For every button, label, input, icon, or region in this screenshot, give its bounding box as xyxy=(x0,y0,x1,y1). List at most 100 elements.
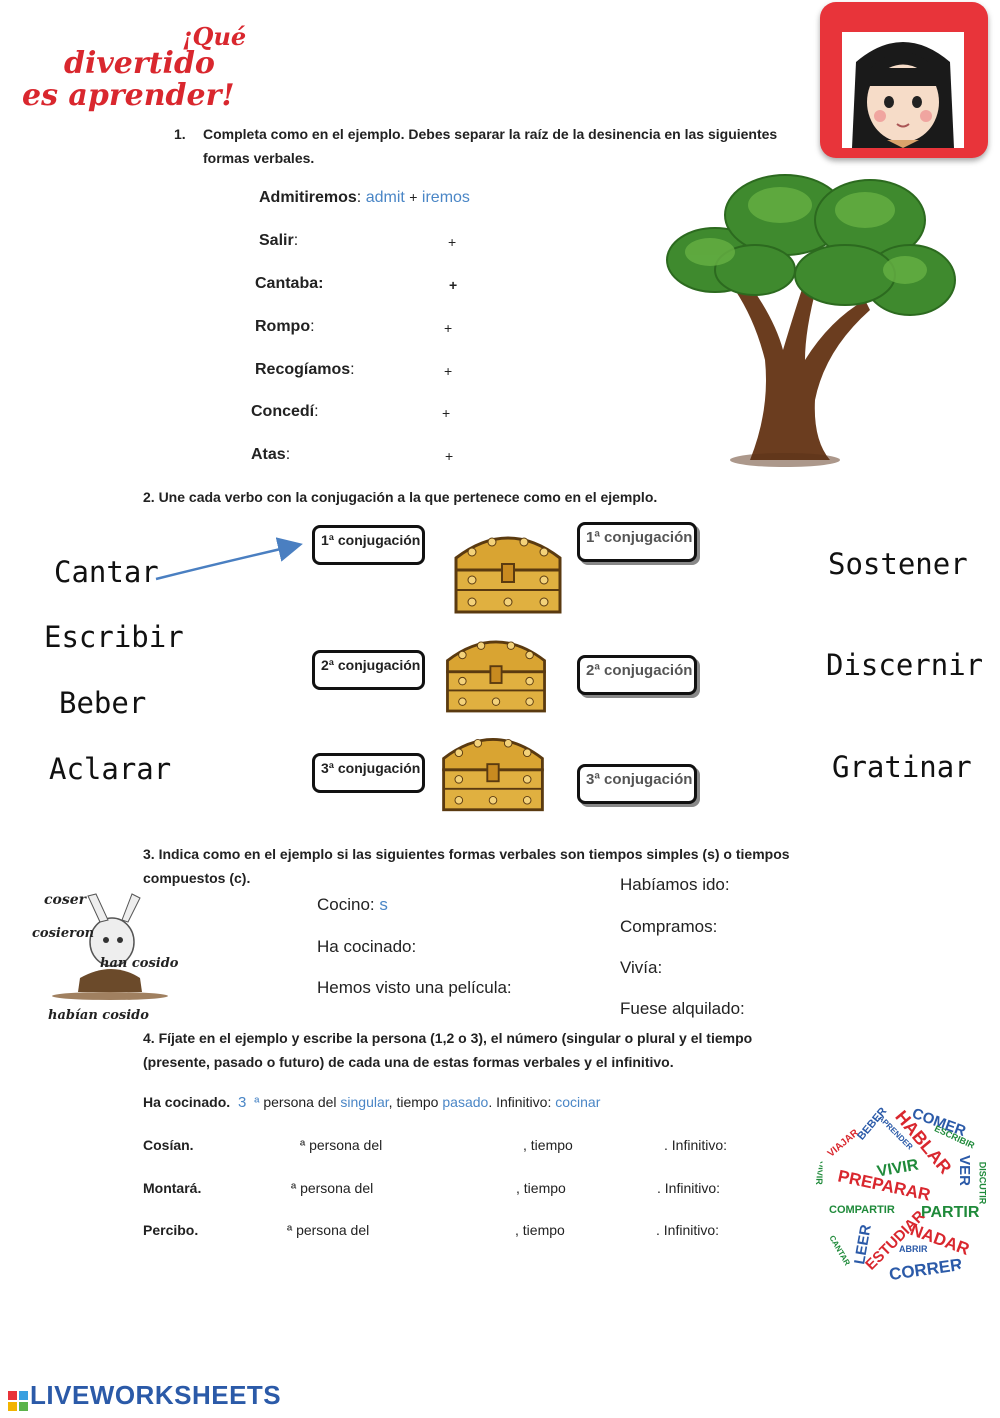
q1-item-colon: : xyxy=(285,446,291,463)
q1-item-colon: : xyxy=(350,361,355,378)
treasure-chest-3-icon xyxy=(442,738,544,812)
q1-item-1: Salir: xyxy=(259,232,298,250)
q1-item-word: Cantaba: xyxy=(255,275,324,292)
q4-item-2-infinitivo: . Infinitivo: xyxy=(657,1180,721,1196)
verb-aclarar[interactable]: Aclarar xyxy=(49,752,172,786)
q4-item-3-tiempo: , tiempo xyxy=(515,1222,565,1238)
q1-example-word: Admitiremos xyxy=(259,189,357,206)
verb-cantar[interactable]: Cantar xyxy=(54,555,159,589)
q1-item-4: Recogíamos: xyxy=(255,361,355,379)
q4-item-2-persona: ª persona del xyxy=(291,1180,374,1196)
q1-item-word: Atas xyxy=(251,446,286,463)
right-box-3[interactable]: 3ª conjugación xyxy=(577,764,697,804)
q1-example-colon: : xyxy=(356,189,362,206)
q1-instruction-line1: Completa como en el ejemplo. Debes separ… xyxy=(203,126,778,142)
q4-item-1-persona: ª persona del xyxy=(300,1137,383,1153)
q4-example: Ha cocinado. 3 ª persona del singular, t… xyxy=(143,1094,600,1111)
q3-item-vivia: Vivía: xyxy=(620,958,663,977)
bunny-word-coser: coser xyxy=(44,892,87,908)
q4-example-ord: ª xyxy=(254,1094,260,1110)
cloud-word: COMPARTIR xyxy=(829,1204,895,1216)
girl-illustration xyxy=(820,2,988,158)
q3-instruction-line1: 3. Indica como en el ejemplo si las sigu… xyxy=(143,846,790,862)
q3-item-ha-cocinado: Ha cocinado: xyxy=(317,937,417,956)
cloud-word: DISCUTIR xyxy=(977,1161,988,1205)
bunny-word-habian-cosido: habían cosido xyxy=(48,1008,149,1023)
q1-example-plus: + xyxy=(409,189,418,205)
q4-item-word: Cosían. xyxy=(143,1137,194,1153)
q3-item-hemos-visto: Hemos visto una película: xyxy=(317,978,512,997)
logo-line-2: divertido xyxy=(64,46,215,81)
q1-item-colon: : xyxy=(293,232,299,249)
right-box-2[interactable]: 2ª conjugación xyxy=(577,655,697,695)
liveworksheets-brand: LIVEWORKSHEETS xyxy=(30,1380,282,1410)
q4-item-word: Montará. xyxy=(143,1180,202,1196)
q1-item-2-plus: + xyxy=(449,277,458,293)
q4-item-3-infinitivo: . Infinitivo: xyxy=(656,1222,720,1238)
q4-instruction-line2: (presente, pasado o futuro) de cada una … xyxy=(143,1054,674,1070)
q3-instruction: 3. Indica como en el ejemplo si las sigu… xyxy=(143,842,823,890)
q4-example-num: 3 xyxy=(238,1094,247,1111)
q1-item-3-plus: + xyxy=(444,320,453,336)
cloud-word: ABRIR xyxy=(899,1244,928,1254)
q1-instruction: Completa como en el ejemplo. Debes separ… xyxy=(203,122,813,170)
q1-example-root: admit xyxy=(365,189,405,206)
q1-item-3: Rompo: xyxy=(255,318,315,336)
q4-example-tiempo: pasado xyxy=(442,1094,489,1110)
q1-item-6: Atas: xyxy=(251,446,290,464)
left-box-3[interactable]: 3ª conjugación xyxy=(312,753,425,793)
liveworksheets-icon xyxy=(8,1387,28,1412)
cloud-word: VIVIR xyxy=(815,1161,824,1185)
q1-number: 1. xyxy=(174,126,186,142)
q4-instruction-line1: 4. Fíjate en el ejemplo y escribe la per… xyxy=(143,1030,753,1046)
q1-item-word: Salir xyxy=(259,232,294,249)
cloud-word: CORRER xyxy=(887,1254,964,1285)
logo-line-1: ¡Qué xyxy=(182,22,247,51)
q1-item-word: Rompo xyxy=(255,318,311,335)
example-arrow xyxy=(155,537,303,581)
logo: ¡Qué divertido es aprender! xyxy=(22,22,267,117)
q4-example-word: Ha cocinado. xyxy=(143,1094,231,1110)
left-box-1[interactable]: 1ª conjugación xyxy=(312,525,425,565)
cloud-word: PARTIR xyxy=(921,1204,980,1221)
q4-item-1-tiempo: , tiempo xyxy=(523,1137,573,1153)
q4-example-inf-label: . Infinitivo: xyxy=(488,1094,552,1110)
cloud-word: CANTAR xyxy=(827,1233,852,1268)
verb-gratinar[interactable]: Gratinar xyxy=(832,750,972,784)
q2-instruction: 2. Une cada verbo con la conjugación a l… xyxy=(143,489,658,505)
verbs-word-cloud: VIAJAR BEBER APRENDER HABLAR COMER ESCRI… xyxy=(815,1100,993,1290)
q3-item-habiamos-ido: Habíamos ido: xyxy=(620,875,730,894)
q3-example-answer: s xyxy=(379,895,388,914)
q1-item-word: Recogíamos xyxy=(255,361,351,378)
q1-item-5: Concedí: xyxy=(251,403,319,421)
q1-example-ending: iremos xyxy=(421,189,470,206)
q3-item-fuese-alquilado: Fuese alquilado: xyxy=(620,999,745,1018)
q1-item-6-plus: + xyxy=(445,448,454,464)
q3-example: Cocino: s xyxy=(317,895,388,915)
q1-item-colon: : xyxy=(310,318,315,335)
verb-escribir[interactable]: Escribir xyxy=(44,620,184,654)
q4-item-1-word: Cosían. xyxy=(143,1137,194,1153)
q4-instruction: 4. Fíjate en el ejemplo y escribe la per… xyxy=(143,1026,823,1074)
verb-discernir[interactable]: Discernir xyxy=(826,648,984,682)
logo-line-3: es aprender! xyxy=(22,78,235,113)
q4-example-persona: persona del xyxy=(263,1094,337,1110)
liveworksheets-logo[interactable]: LIVEWORKSHEETS xyxy=(8,1380,282,1412)
q3-item-compramos: Compramos: xyxy=(620,917,718,936)
q4-example-tiempo-label: , tiempo xyxy=(388,1094,439,1110)
q4-item-2-word: Montará. xyxy=(143,1180,201,1196)
q1-item-2: Cantaba: xyxy=(255,275,323,293)
bunny-illustration: coser cosieron han cosido habían cosido xyxy=(30,890,180,1030)
q4-example-inf: cocinar xyxy=(555,1094,601,1110)
q1-example: Admitiremos: admit + iremos xyxy=(259,189,470,207)
q1-item-colon: : xyxy=(314,403,319,420)
q1-item-word: Concedí xyxy=(251,403,315,420)
right-box-1[interactable]: 1ª conjugación xyxy=(577,522,697,562)
verb-beber[interactable]: Beber xyxy=(59,686,147,720)
q4-item-3-word: Percibo. xyxy=(143,1222,198,1238)
q4-item-2-tiempo: , tiempo xyxy=(516,1180,566,1196)
bunny-word-cosieron: cosieron xyxy=(32,926,95,941)
q3-instruction-line2: compuestos (c). xyxy=(143,870,251,886)
verb-sostener[interactable]: Sostener xyxy=(828,547,968,581)
left-box-2[interactable]: 2ª conjugación xyxy=(312,650,425,690)
